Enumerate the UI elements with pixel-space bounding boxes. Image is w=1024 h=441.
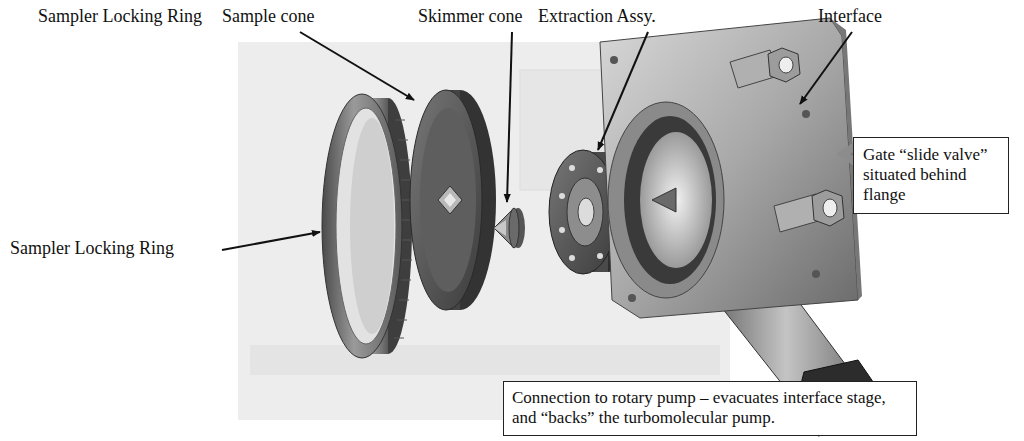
note-text: Connection to rotary pump – evacuates in… xyxy=(512,388,908,428)
note-box: Gate “slide valve” situated behind flang… xyxy=(853,137,1009,214)
part-label: Extraction Assy. xyxy=(538,6,656,27)
skimmer-cone xyxy=(494,208,525,248)
part-label: Interface xyxy=(818,6,882,27)
interface-housing xyxy=(600,18,880,436)
part-label: Sampler Locking Ring xyxy=(10,238,174,259)
locking-ring xyxy=(322,94,412,358)
leader-arrows xyxy=(222,32,852,250)
sample-cone xyxy=(410,90,496,310)
part-label: Sample cone xyxy=(222,6,314,27)
note-box: Connection to rotary pump – evacuates in… xyxy=(503,381,917,436)
note-text: Gate “slide valve” situated behind flang… xyxy=(863,145,999,205)
ghost-band xyxy=(250,345,720,375)
part-label: Skimmer cone xyxy=(418,6,522,27)
part-label: Sampler Locking Ring xyxy=(38,6,202,27)
